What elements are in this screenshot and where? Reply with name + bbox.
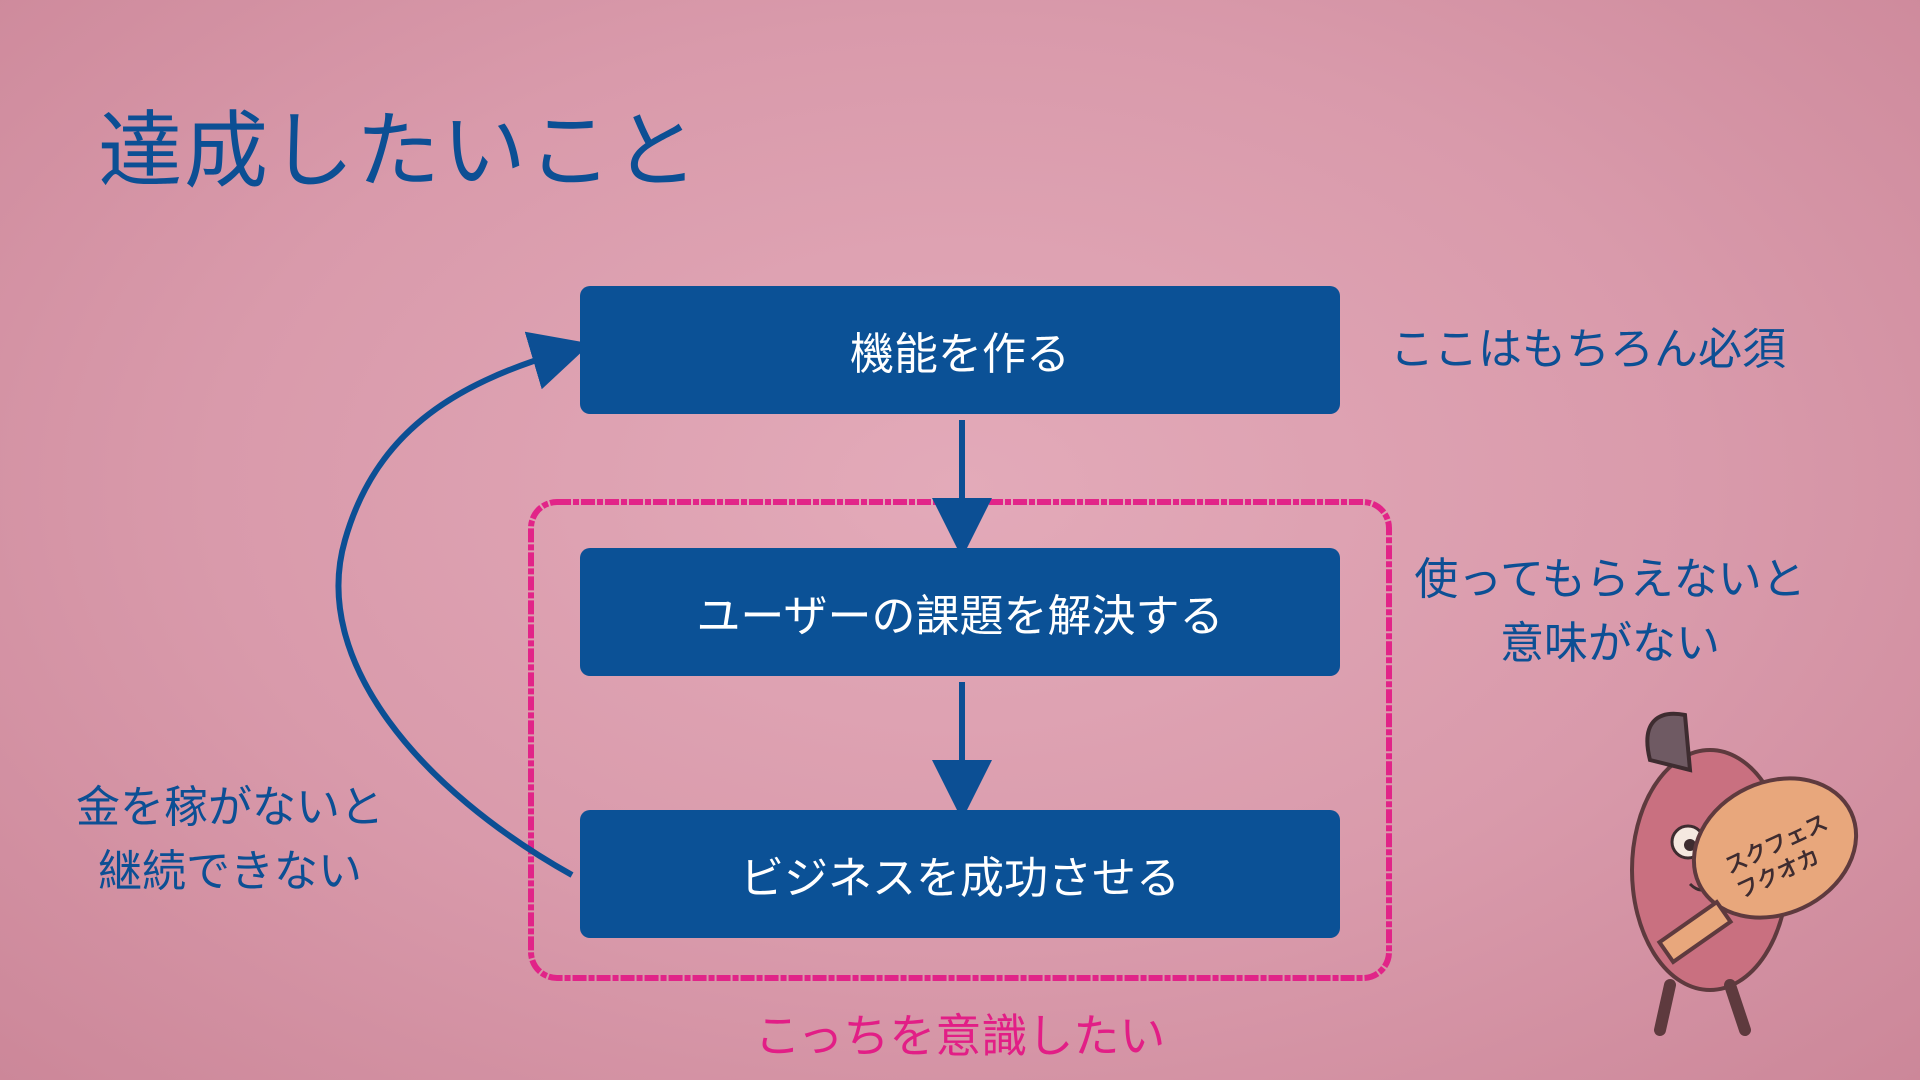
focus-caption: こっちを意識したい [754, 1009, 1166, 1063]
box-solve-user-problems-label: ユーザーの課題を解決する [696, 591, 1224, 642]
box-build-features: 機能を作る [580, 286, 1340, 414]
box-solve-user-problems: ユーザーの課題を解決する [580, 548, 1340, 676]
note-must-be-used-line2: 意味がない [1500, 618, 1720, 669]
note-earn-money-line1: 金を稼がないと [76, 782, 384, 833]
note-required: ここはもちろん必須 [1390, 324, 1786, 375]
box-business-success-label: ビジネスを成功させる [740, 853, 1180, 904]
box-build-features-label: 機能を作る [850, 329, 1070, 380]
note-must-be-used: 使ってもらえないと 意味がない [1390, 548, 1830, 676]
note-earn-money-line2: 継続できない [98, 846, 362, 897]
box-business-success: ビジネスを成功させる [580, 810, 1340, 938]
mascot-illustration: スクフェス フクオカ [1630, 711, 1859, 1036]
focus-caption-row: こっちを意識したい [0, 1000, 1920, 1066]
slide-title: 達成したいこと [98, 102, 701, 200]
note-must-be-used-line1: 使ってもらえないと [1414, 554, 1806, 605]
feedback-arrow [335, 331, 591, 878]
note-earn-money: 金を稼がないと 継続できない [55, 776, 405, 904]
